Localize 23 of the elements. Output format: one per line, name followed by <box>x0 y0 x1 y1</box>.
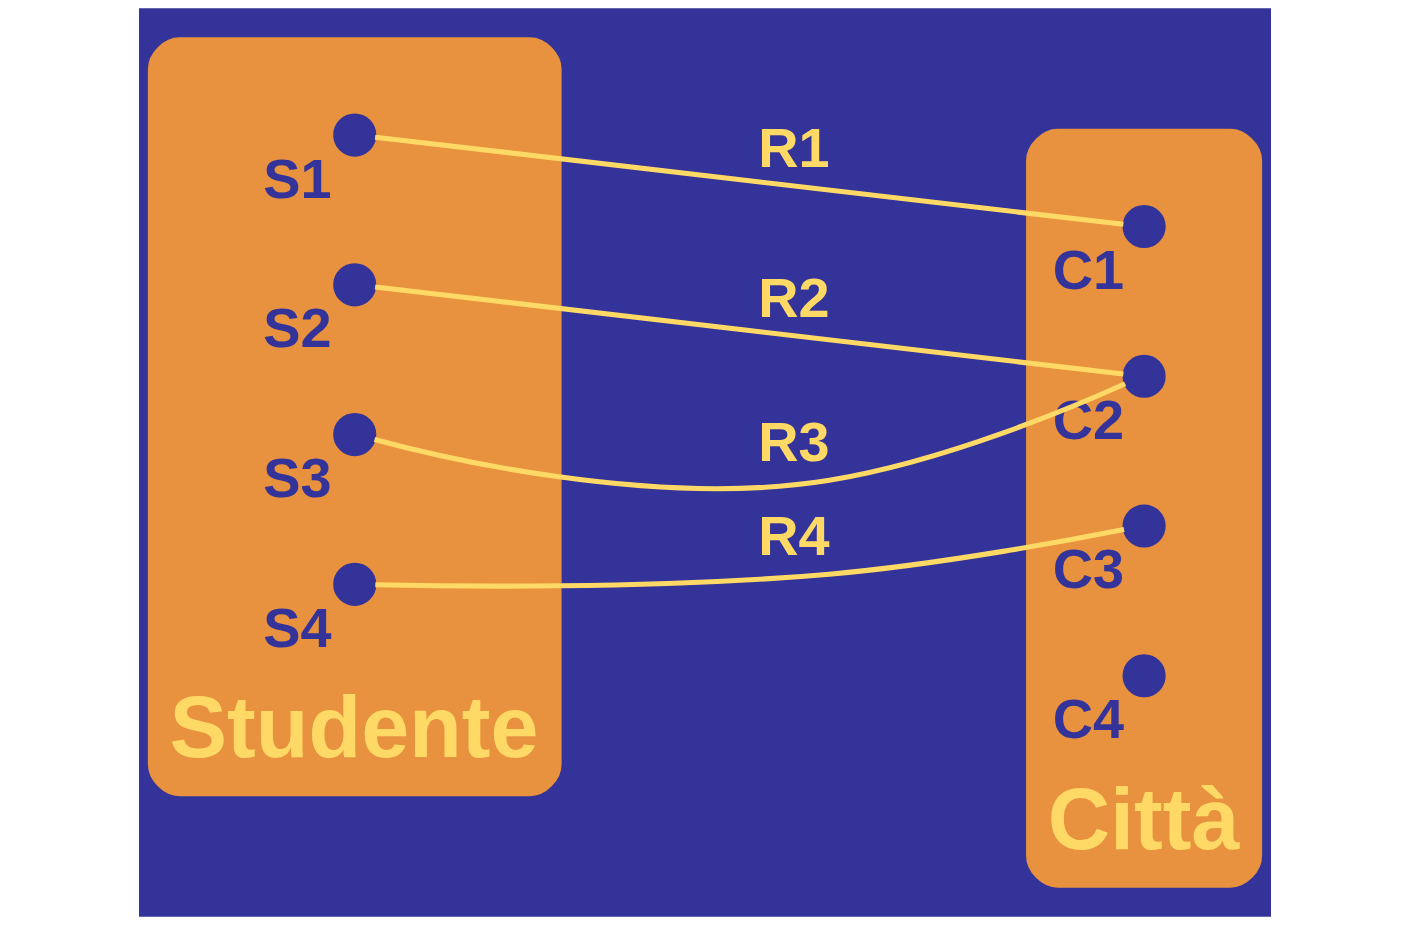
node-label: S4 <box>263 595 332 659</box>
connector <box>374 134 1124 227</box>
connector <box>374 284 1124 377</box>
node-circle <box>1122 354 1166 398</box>
node-label: S3 <box>263 446 332 510</box>
node-circle <box>333 562 377 606</box>
node-circle <box>333 113 377 157</box>
node-circle <box>333 263 377 307</box>
edge-label: R4 <box>758 504 830 568</box>
node-circle <box>333 413 377 457</box>
node-circle <box>1122 504 1166 548</box>
connector <box>373 381 1127 491</box>
node-label: S2 <box>263 296 332 360</box>
connector <box>375 527 1125 589</box>
node-label: C4 <box>1052 687 1125 751</box>
node-label: C3 <box>1052 537 1125 601</box>
node-circle <box>1122 204 1166 249</box>
node-circle <box>1122 654 1166 698</box>
edge-label: R2 <box>758 265 830 329</box>
edge-label: R1 <box>758 116 830 180</box>
node-label: C1 <box>1052 237 1125 301</box>
edge-label: R3 <box>758 410 830 474</box>
node-label: S1 <box>263 146 332 210</box>
